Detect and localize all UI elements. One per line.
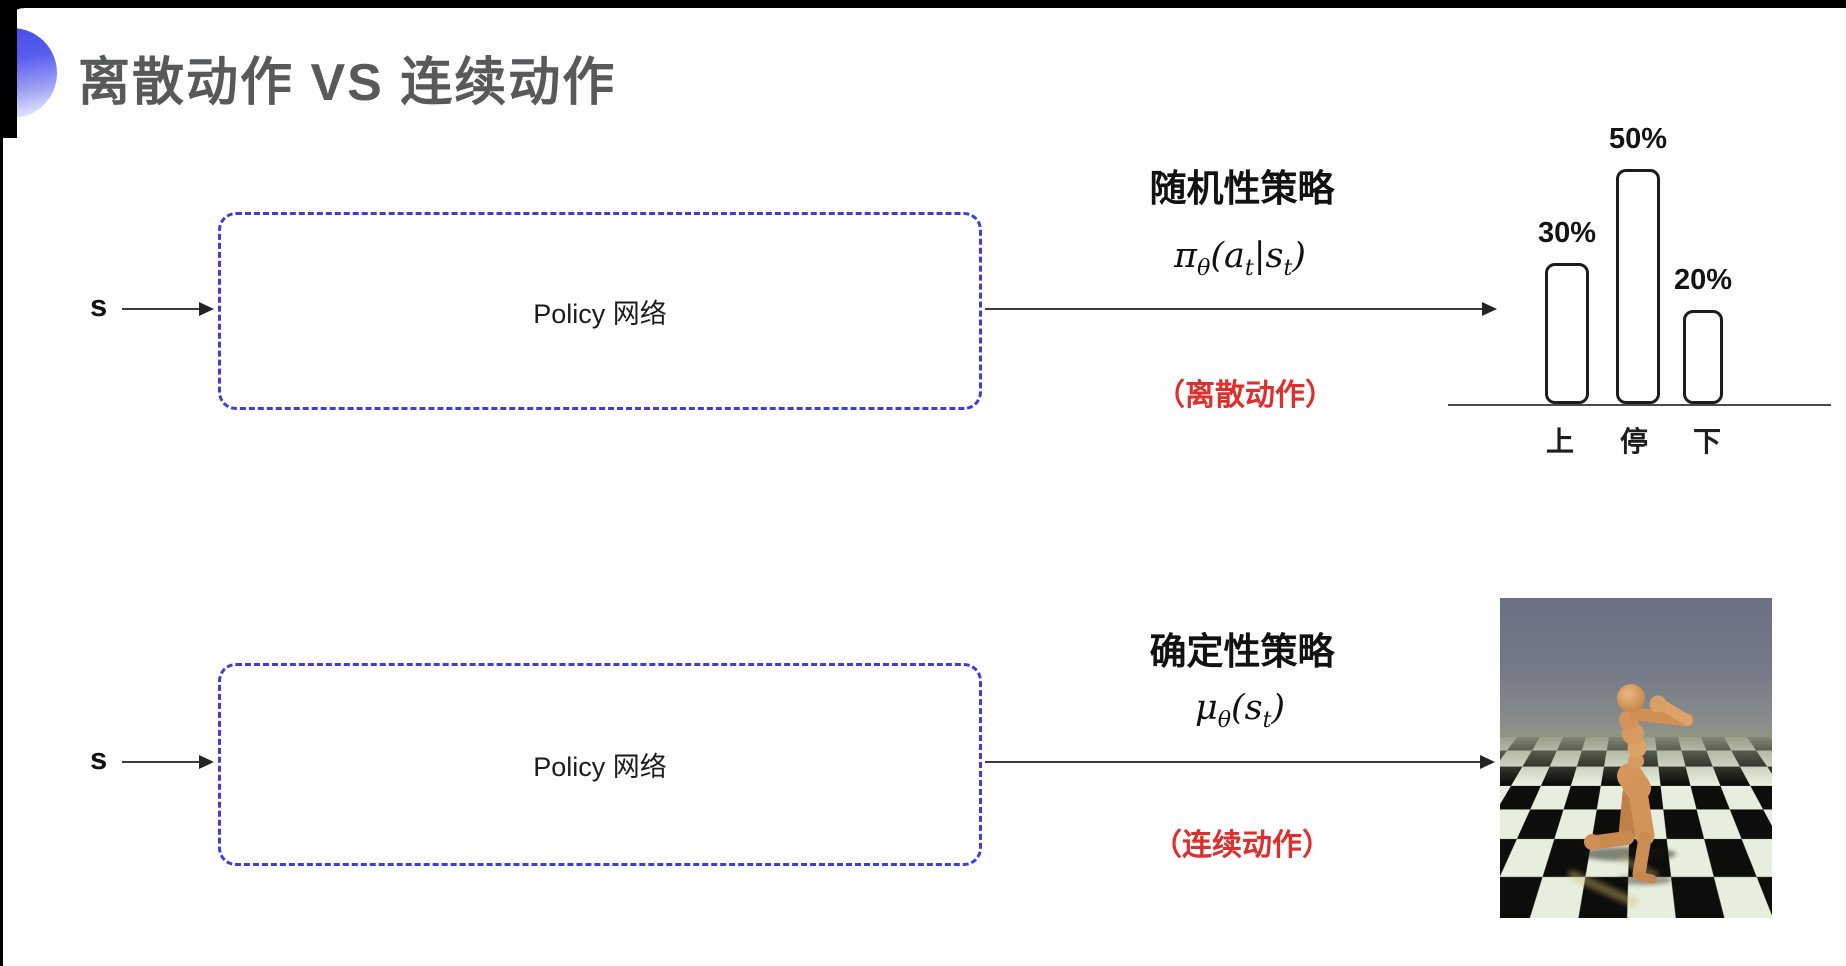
discrete-action-note: （离散动作）	[1155, 379, 1335, 412]
state-input-label-top: s	[90, 288, 108, 323]
stochastic-policy-title: 随机性策略	[1149, 168, 1335, 209]
bar-down	[1683, 310, 1723, 404]
deterministic-policy-formula: μθ(st)	[1080, 688, 1400, 733]
formula-bar: |s	[1253, 236, 1284, 276]
formula-t-sub2: t	[1283, 256, 1293, 281]
stochastic-policy-formula: πθ(at|st)	[1080, 236, 1400, 281]
frame-left-edge	[0, 0, 17, 138]
policy-network-box-bottom: Policy 网络	[218, 663, 982, 866]
formula-close2: )	[1271, 688, 1286, 728]
formula-open2: (s	[1230, 688, 1263, 728]
policy-network-label-top: Policy 网络	[533, 298, 667, 329]
humanoid-robot-image	[1500, 598, 1772, 918]
category-label-up: 上	[1545, 426, 1574, 457]
bar-value-label-stop: 50%	[1608, 123, 1668, 155]
continuous-action-note: （连续动作）	[1152, 829, 1332, 862]
bar-value-label-down: 20%	[1673, 264, 1733, 296]
formula-mu: μ	[1194, 688, 1218, 728]
chart-baseline	[1448, 404, 1831, 406]
policy-network-box-top: Policy 网络	[218, 212, 982, 410]
formula-pi: π	[1174, 236, 1198, 276]
formula-t-sub3: t	[1262, 708, 1272, 733]
input-arrow-top	[122, 302, 214, 316]
output-arrow-top	[985, 302, 1497, 316]
bar-value-label-up: 30%	[1537, 217, 1597, 249]
formula-close: )	[1292, 236, 1306, 276]
bar-up	[1545, 263, 1589, 404]
humanoid-robot-figure	[1567, 684, 1694, 908]
formula-theta-sub2: θ	[1217, 708, 1231, 733]
category-label-stop: 停	[1619, 426, 1648, 457]
state-input-label-bottom: s	[90, 741, 108, 776]
bar-stop	[1616, 169, 1660, 404]
output-arrow-bottom	[985, 755, 1495, 769]
deterministic-policy-title: 确定性策略	[1149, 631, 1335, 672]
policy-network-label-bottom: Policy 网络	[533, 752, 667, 782]
formula-theta-sub: θ	[1197, 256, 1211, 281]
category-label-down: 下	[1692, 426, 1721, 457]
slide-title: 离散动作 VS 连续动作	[78, 54, 617, 112]
formula-open: (a	[1210, 236, 1245, 276]
formula-t-sub: t	[1244, 256, 1254, 281]
input-arrow-bottom	[122, 755, 214, 769]
